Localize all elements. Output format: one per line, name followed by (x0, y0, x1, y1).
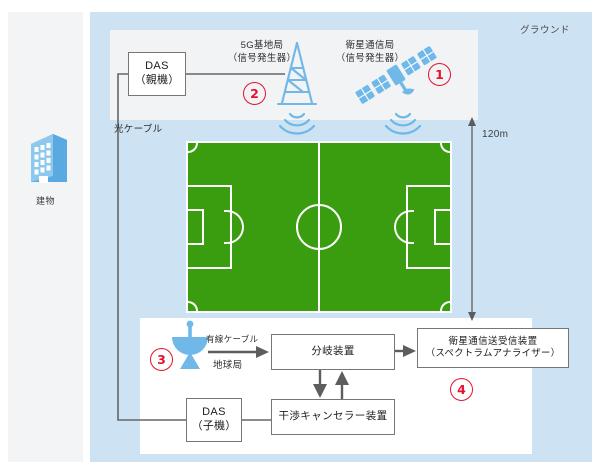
satellite-station-label: 衛星通信局 （信号発生器） (320, 40, 420, 66)
marker-3: 3 (150, 348, 173, 371)
das-parent-line1: DAS (145, 60, 169, 73)
base-station-5g-line2: （信号発生器） (227, 52, 297, 64)
base-station-5g-line1: 5G基地局 (240, 40, 284, 51)
marker-2-text: 2 (250, 86, 259, 101)
satellite-transceiver-line2: （スペクトラムアナライザー） (425, 348, 561, 359)
marker-3-text: 3 (157, 352, 166, 367)
branch-device-box[interactable]: 分岐装置 (271, 334, 395, 370)
field-penalty-arc-left (224, 210, 244, 244)
marker-2: 2 (243, 82, 266, 105)
satellite-transceiver-box[interactable]: 衛星通信送受信装置 （スペクトラムアナライザー） (417, 328, 569, 368)
satellite-station-line1: 衛星通信局 (345, 40, 395, 51)
das-child-line2: （子機） (191, 420, 237, 432)
fiber-cable-label: 光ケーブル (114, 124, 163, 135)
field-corner-arc-tr (440, 143, 450, 153)
interference-canceller-label: 干渉キャンセラー装置 (278, 410, 388, 423)
field-corner-arc-tl (188, 143, 198, 153)
building-icon (23, 130, 69, 188)
soccer-field (186, 141, 452, 313)
building-panel: 建物 (8, 12, 83, 462)
das-child-box[interactable]: DAS （子機） (186, 398, 242, 442)
branch-device-label: 分岐装置 (311, 345, 355, 358)
field-goal-area-left (188, 209, 204, 245)
interference-canceller-box[interactable]: 干渉キャンセラー装置 (271, 399, 395, 435)
field-corner-arc-bl (188, 301, 198, 311)
das-parent-line2: （親機） (134, 74, 180, 86)
ground-label: グラウンド (520, 25, 571, 36)
field-center-circle (296, 204, 342, 250)
satellite-transceiver-line1: 衛星通信送受信装置 (448, 336, 538, 348)
das-parent-box[interactable]: DAS （親機） (128, 52, 186, 96)
field-goal-area-right (434, 209, 450, 245)
marker-1: 1 (428, 63, 451, 86)
das-child-line1: DAS (202, 406, 226, 419)
marker-4-text: 4 (457, 382, 466, 397)
satellite-station-line2: （信号発生器） (335, 52, 405, 64)
field-corner-arc-br (440, 301, 450, 311)
base-station-5g-label: 5G基地局 （信号発生器） (212, 40, 312, 66)
marker-4: 4 (450, 378, 473, 401)
building-panel-label: 建物 (35, 196, 55, 206)
earth-station-label: 地球局 (213, 360, 243, 371)
field-penalty-arc-right (394, 210, 414, 244)
marker-1-text: 1 (435, 67, 444, 82)
height-measure-label: 120m (482, 129, 509, 140)
wired-cable-label: 有線ケーブル (206, 334, 259, 344)
